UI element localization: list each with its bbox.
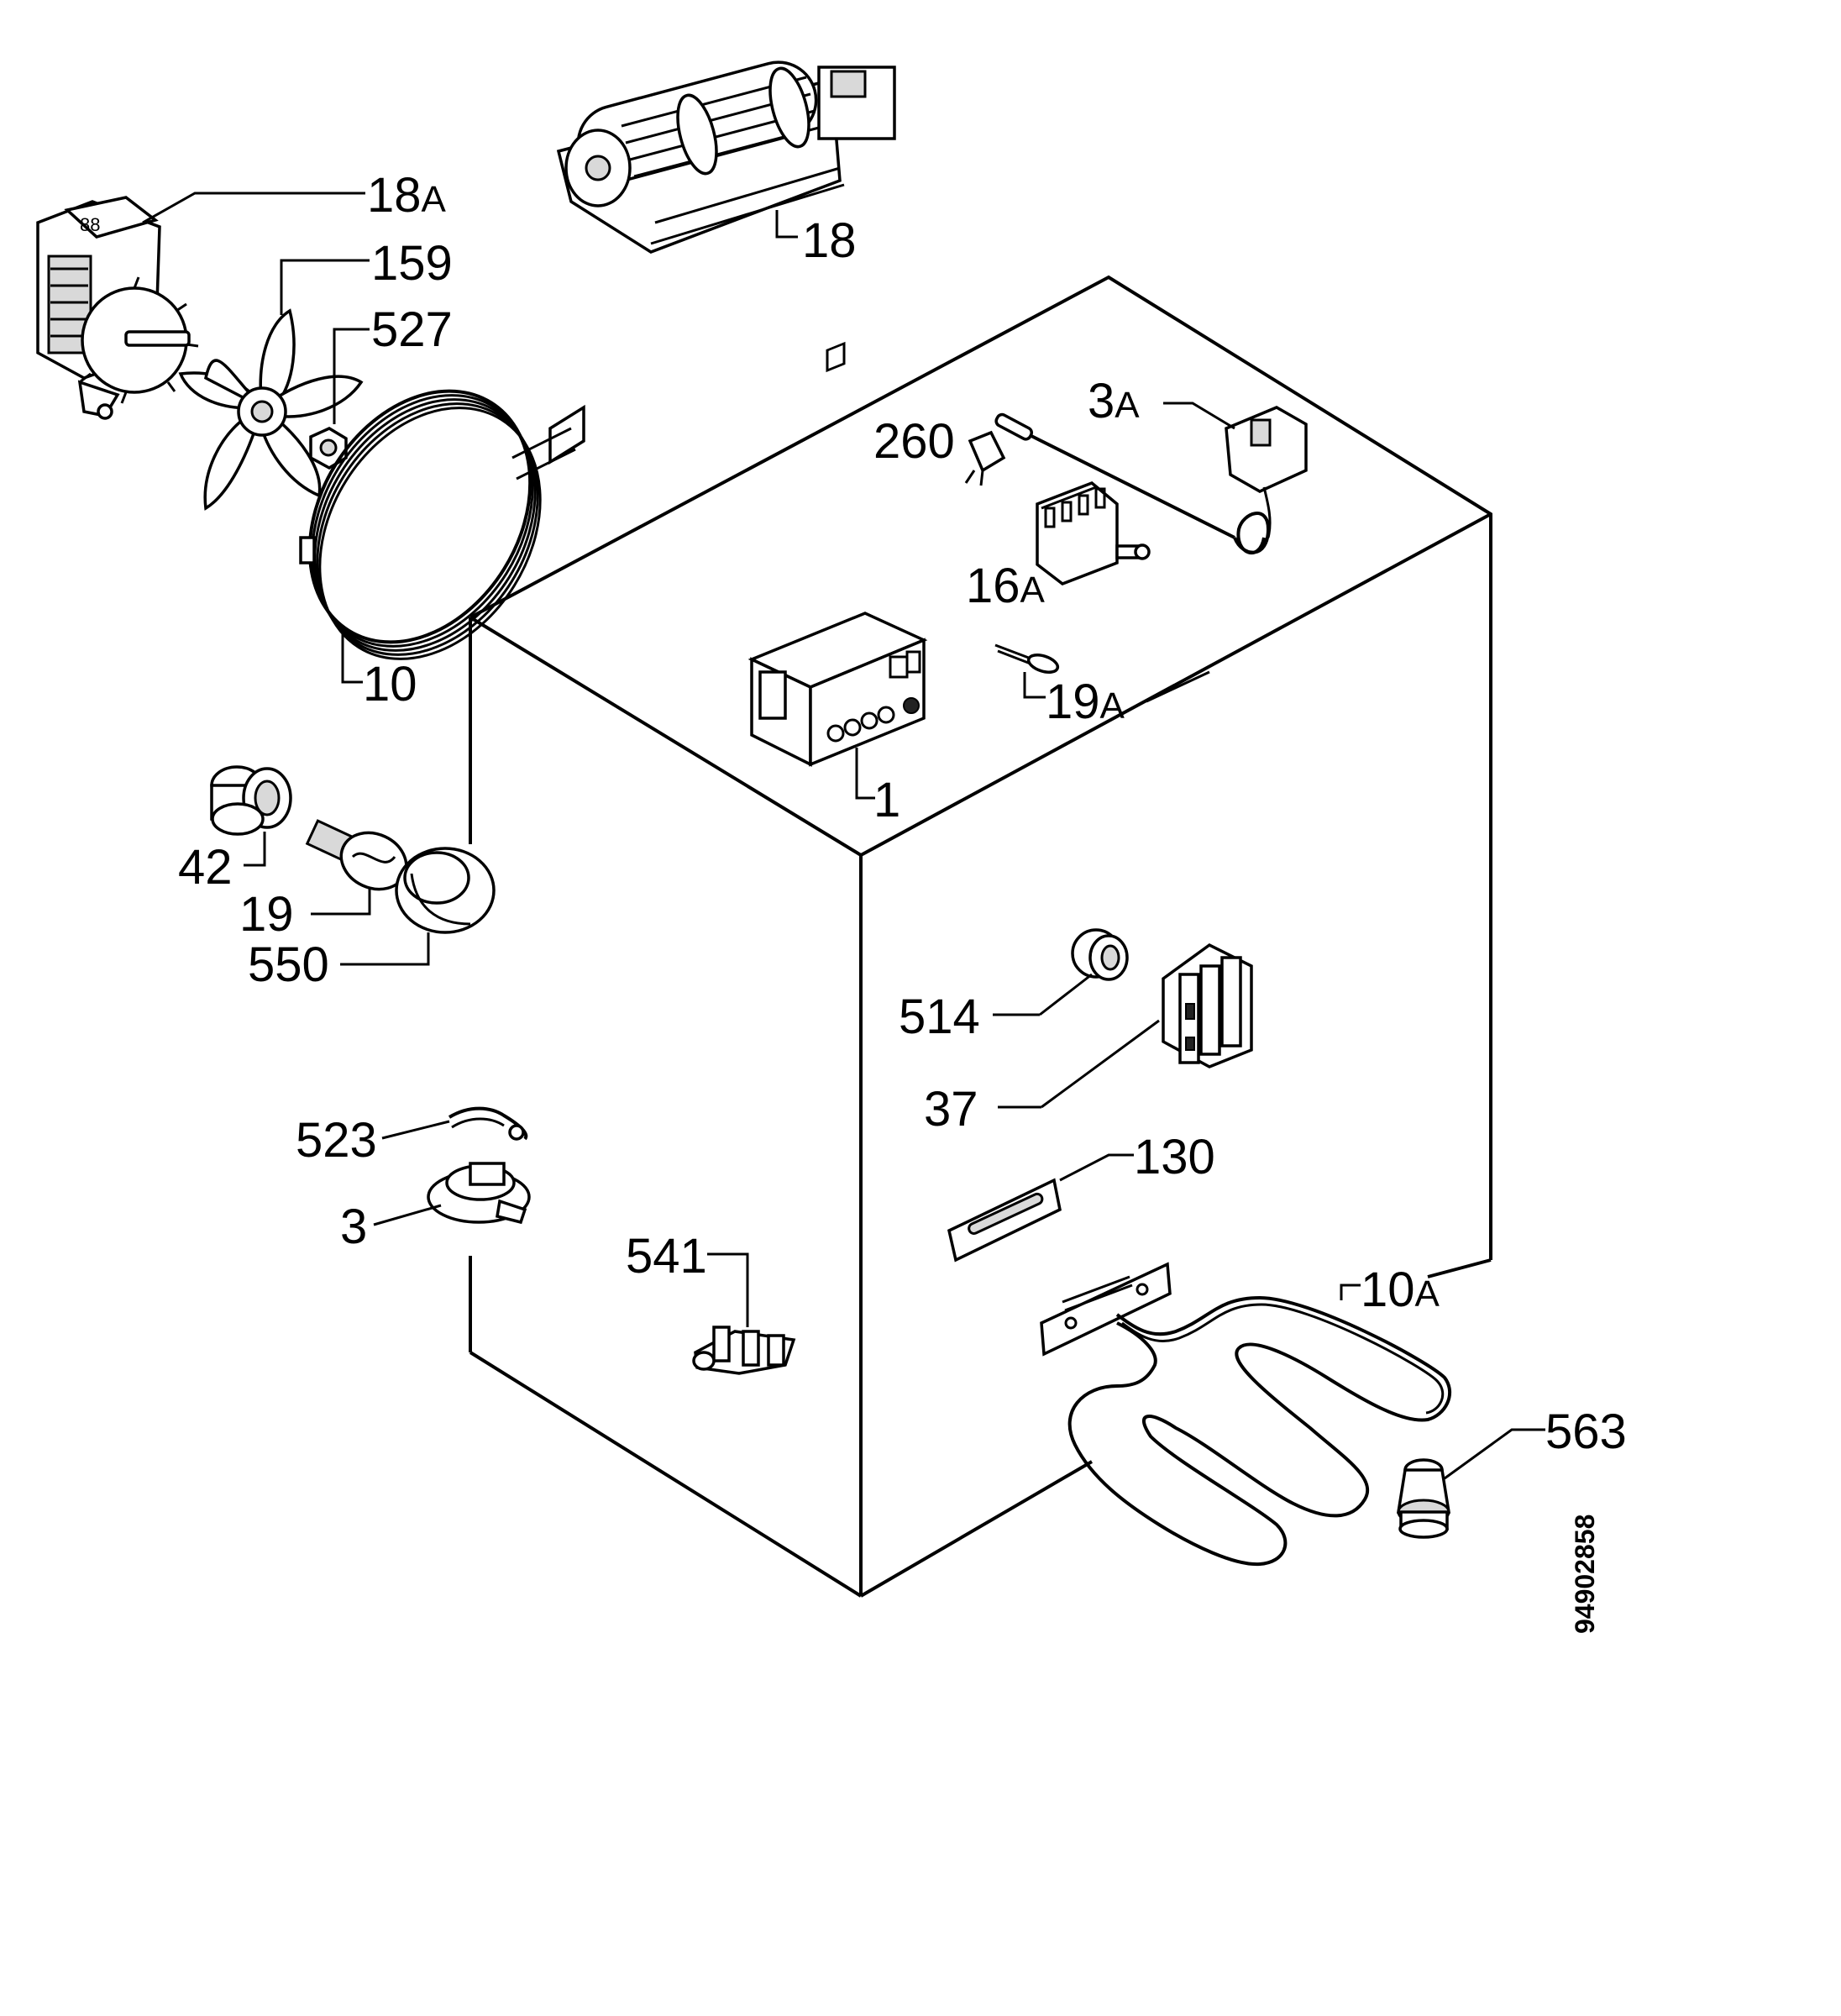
label-19: 19 bbox=[239, 887, 294, 942]
svg-text:88: 88 bbox=[80, 214, 100, 235]
lamp-holder-part-42 bbox=[210, 765, 292, 836]
terminal-block-part-541 bbox=[692, 1326, 796, 1375]
label-16A: 16A bbox=[966, 559, 1046, 613]
grommet-part-514 bbox=[1071, 928, 1129, 981]
label-10A: 10A bbox=[1361, 1263, 1440, 1317]
label-563: 563 bbox=[1545, 1404, 1627, 1459]
connector-block-part-37 bbox=[1162, 942, 1253, 1068]
selector-switch-part-16A bbox=[1036, 480, 1151, 585]
oven-cabinet-outline bbox=[469, 275, 1492, 1598]
label-260: 260 bbox=[873, 414, 955, 469]
thermostat-part-3A bbox=[994, 406, 1308, 555]
timer-module-part-1 bbox=[747, 341, 928, 767]
label-3: 3 bbox=[340, 1200, 367, 1254]
label-514: 514 bbox=[899, 990, 980, 1044]
nut-part-527 bbox=[309, 427, 348, 470]
label-1: 1 bbox=[873, 773, 900, 827]
label-3A: 3A bbox=[1088, 374, 1140, 428]
clip-part-523 bbox=[448, 1106, 528, 1141]
probe-clip-part-260 bbox=[964, 430, 1006, 486]
label-37: 37 bbox=[924, 1082, 978, 1137]
label-18: 18 bbox=[802, 213, 857, 268]
label-527: 527 bbox=[371, 302, 453, 357]
document-number: 94902858 bbox=[1570, 1515, 1600, 1634]
tangential-fan-part-18 bbox=[556, 60, 896, 254]
knob-part-563 bbox=[1396, 1458, 1451, 1539]
label-541: 541 bbox=[626, 1229, 707, 1284]
label-18A: 18A bbox=[367, 168, 447, 223]
label-130: 130 bbox=[1134, 1130, 1215, 1184]
label-42: 42 bbox=[178, 840, 233, 895]
lamp-bulb-part-19 bbox=[305, 819, 408, 891]
circular-heating-element-part-10 bbox=[299, 389, 585, 660]
label-159: 159 bbox=[371, 236, 453, 291]
grill-heating-element-part-10A bbox=[1040, 1262, 1451, 1567]
lamp-cover-part-550 bbox=[395, 847, 496, 934]
thermal-cutout-part-3 bbox=[427, 1162, 531, 1225]
label-10: 10 bbox=[363, 657, 417, 711]
fan-motor-part-18A: 88 bbox=[36, 196, 199, 420]
sensor-part-19A bbox=[994, 643, 1060, 674]
label-550: 550 bbox=[248, 937, 329, 992]
seal-strip-part-130 bbox=[947, 1178, 1062, 1263]
label-523: 523 bbox=[296, 1113, 377, 1168]
label-19A: 19A bbox=[1046, 675, 1125, 729]
fan-blade-part-159 bbox=[178, 308, 364, 511]
